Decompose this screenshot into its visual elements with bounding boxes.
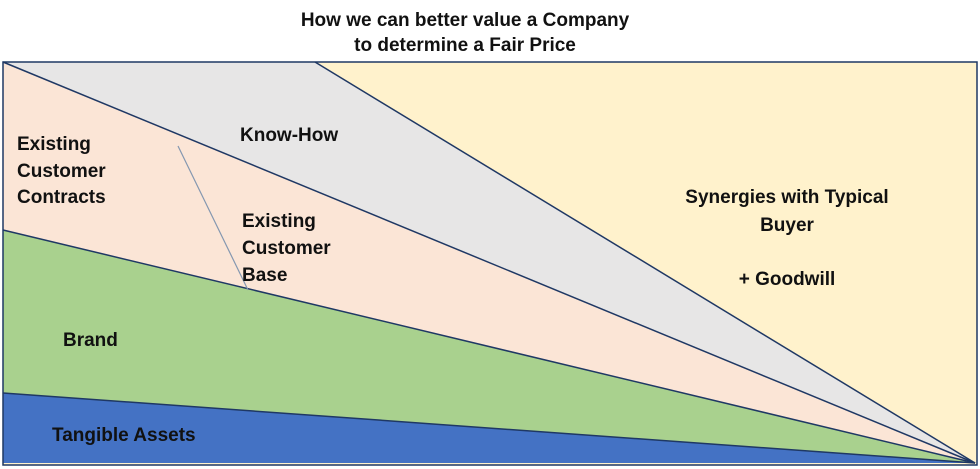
know-how-label: Know-How [240, 125, 338, 146]
title-line-2: to determine a Fair Price [354, 35, 576, 56]
customer-boundary-line [2, 61, 976, 464]
goodwill-label: + Goodwill [739, 269, 836, 290]
diagram-title: How we can better value a Company to det… [0, 8, 930, 58]
customer-base-label-line-2: Customer [242, 238, 331, 259]
contracts-label-line-3: Contracts [17, 187, 106, 208]
contracts-label-line-1: Existing [17, 134, 91, 155]
tangible-assets-label: Tangible Assets [52, 425, 196, 446]
brand-boundary-line [2, 229, 976, 464]
synergies-label-line-2: Buyer [760, 215, 814, 236]
customer-base-label-line-1: Existing [242, 211, 316, 232]
contracts-base-divider-line [177, 145, 249, 291]
contracts-label-line-2: Customer [17, 161, 106, 182]
title-line-1: How we can better value a Company [300, 10, 630, 31]
know-how-boundary-line [314, 61, 976, 464]
customer-base-label-line-3: Base [242, 265, 287, 286]
brand-label: Brand [63, 330, 118, 351]
synergies-label-line-1: Synergies with Typical [685, 187, 888, 208]
tangible-boundary-line [2, 392, 976, 464]
diagram-frame [2, 61, 978, 466]
